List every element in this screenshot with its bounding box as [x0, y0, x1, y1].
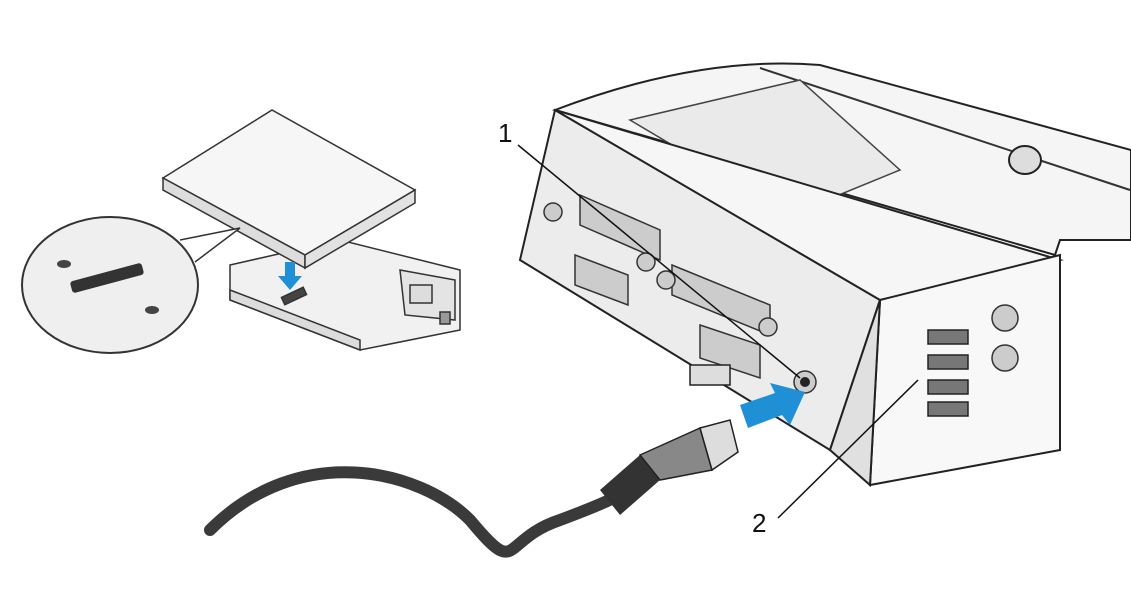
callout-label-2: 2	[752, 508, 767, 538]
usb-ports	[927, 329, 969, 417]
down-arrow-icon	[278, 262, 302, 290]
docking-station-overview	[161, 109, 461, 352]
connector-detail-callout	[21, 216, 241, 354]
ac-adapter-cable	[204, 419, 739, 558]
callout-label-1: 1	[498, 118, 513, 148]
callout-line-2	[777, 379, 919, 519]
docking-station-rear	[518, 62, 1131, 488]
insert-arrow-icon	[740, 383, 805, 428]
callout-line-1	[517, 144, 801, 379]
laptop	[161, 109, 417, 270]
